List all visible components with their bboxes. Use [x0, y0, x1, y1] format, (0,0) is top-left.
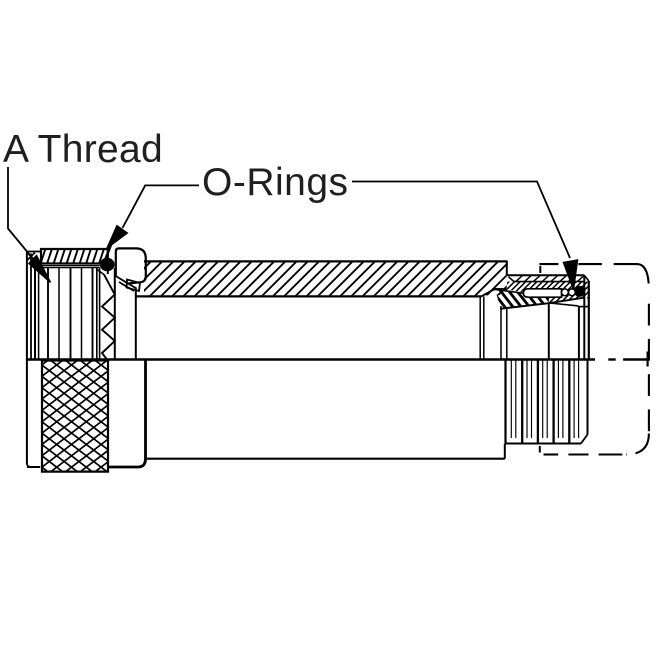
svg-text:O-Rings: O-Rings	[202, 161, 349, 204]
svg-text:A Thread: A Thread	[3, 128, 163, 171]
